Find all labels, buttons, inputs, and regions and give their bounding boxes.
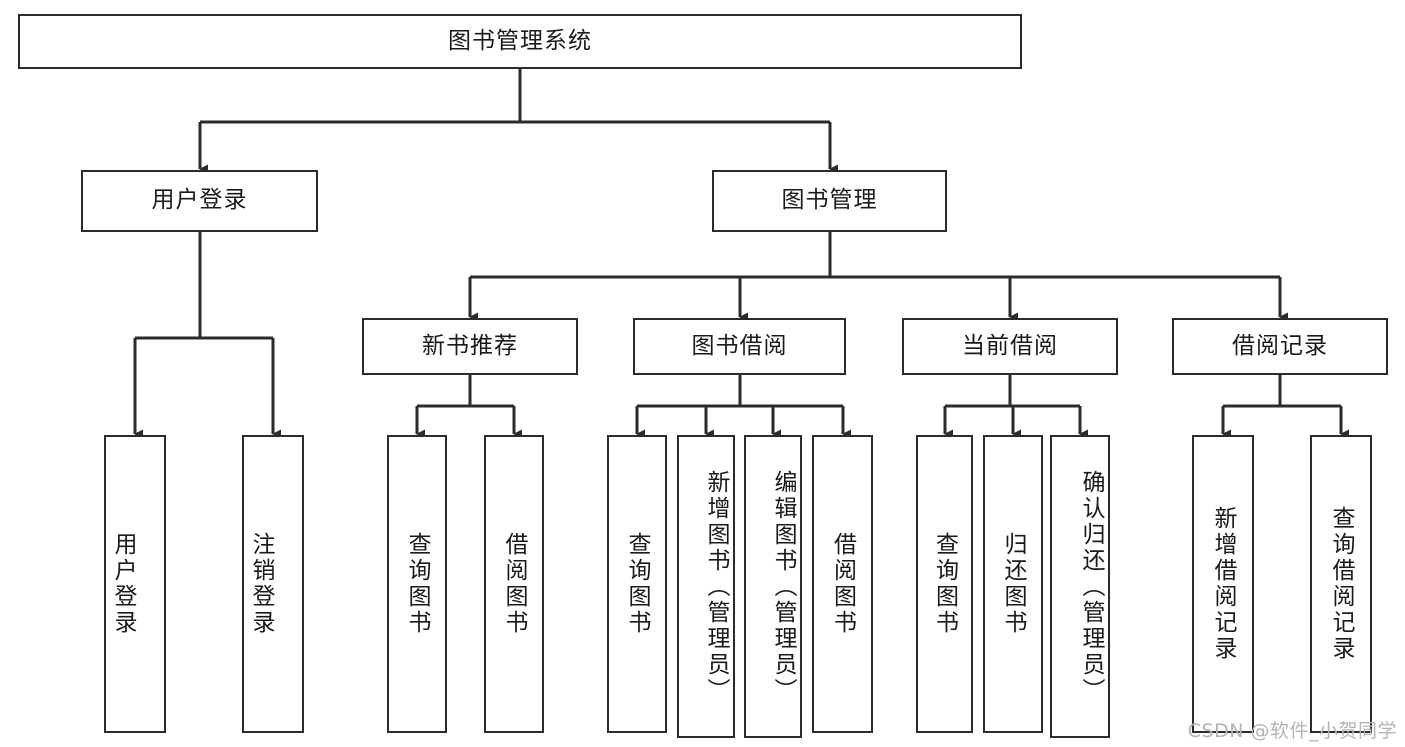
node-new-book-recommend: 新书推荐: [362, 318, 578, 375]
node-label: 编辑图书（管理员）: [770, 469, 796, 704]
node-leaf-query-book-2: 查询图书: [607, 435, 667, 733]
node-leaf-query-borrow-record: 查询借阅记录: [1310, 435, 1372, 733]
node-book-manage: 图书管理: [712, 170, 947, 232]
node-label: 当前借阅: [962, 332, 1058, 359]
node-label: 注销登录: [248, 532, 274, 636]
node-label: 查询图书: [624, 532, 650, 636]
connector-lines: [133, 69, 1349, 439]
node-label: 图书管理系统: [448, 27, 592, 54]
node-current-borrow: 当前借阅: [902, 318, 1118, 375]
node-label: 借阅图书: [501, 532, 527, 636]
node-leaf-logout-login: 注销登录: [242, 435, 304, 733]
node-label: 新增图书（管理员）: [703, 469, 729, 704]
node-label: 图书借阅: [691, 332, 788, 359]
node-label: 用户登录: [110, 532, 136, 636]
node-leaf-add-borrow-record: 新增借阅记录: [1192, 435, 1254, 733]
node-leaf-return-book: 归还图书: [983, 435, 1043, 733]
node-label: 确认归还（管理员）: [1078, 469, 1104, 704]
node-label: 查询借阅记录: [1328, 506, 1354, 662]
node-label: 查询图书: [404, 532, 430, 636]
node-book-borrow: 图书借阅: [633, 318, 846, 375]
node-leaf-borrow-book-1: 借阅图书: [484, 435, 544, 733]
node-label: 归还图书: [1000, 532, 1026, 636]
node-leaf-confirm-return-admin: 确认归还（管理员）: [1050, 435, 1110, 738]
node-user-login: 用户登录: [81, 170, 318, 232]
node-label: 查询图书: [931, 532, 958, 636]
node-leaf-edit-book-admin: 编辑图书（管理员）: [744, 435, 802, 738]
node-leaf-query-book-3: 查询图书: [916, 435, 973, 733]
node-root: 图书管理系统: [18, 14, 1022, 69]
node-borrow-record: 借阅记录: [1172, 318, 1388, 375]
node-label: 借阅图书: [829, 532, 856, 636]
watermark-label: CSDN @软件_小贺同学: [1187, 720, 1397, 742]
node-label: 新增借阅记录: [1210, 506, 1236, 662]
node-label: 借阅记录: [1232, 332, 1328, 359]
node-label: 用户登录: [151, 187, 248, 214]
node-leaf-user-login: 用户登录: [104, 435, 166, 733]
node-leaf-add-book-admin: 新增图书（管理员）: [677, 435, 735, 738]
node-label: 图书管理: [781, 187, 878, 214]
node-leaf-query-book-1: 查询图书: [387, 435, 447, 733]
node-label: 新书推荐: [422, 332, 518, 359]
node-leaf-borrow-book-2: 借阅图书: [812, 435, 873, 733]
